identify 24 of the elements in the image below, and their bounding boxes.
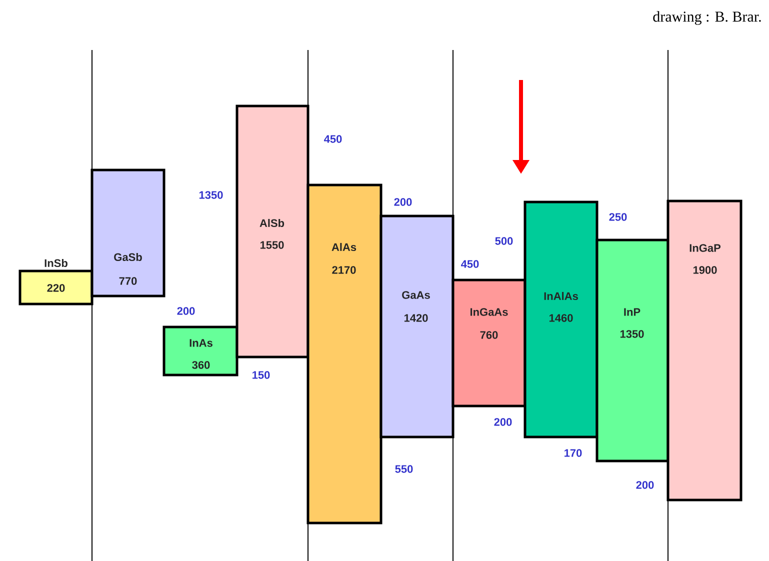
band-box: InAs 360 <box>162 326 238 376</box>
offset-value: 450 <box>324 135 342 143</box>
node-label: InSb <box>44 258 68 268</box>
band-box: AlSb 1550 <box>236 104 310 358</box>
offset-value: 150 <box>252 371 270 379</box>
band-box: InAlAs 1460 <box>524 200 598 438</box>
offset-value: 200 <box>494 418 512 426</box>
band-box: AlAs 2170 <box>306 184 382 524</box>
band-box: GaAs 1420 <box>380 214 454 438</box>
offset-value: 200 <box>636 481 654 489</box>
offset-value: 170 <box>564 449 582 457</box>
band-box: InSb 220 <box>18 258 94 306</box>
band-box: InGaP 1900 <box>666 200 742 502</box>
band-box: InP 1350 <box>596 238 670 462</box>
offset-value: 450 <box>461 260 479 268</box>
offset-value: 250 <box>609 213 627 221</box>
offset-value: 200 <box>177 307 195 315</box>
offset-value: 500 <box>495 237 513 245</box>
band-box: InGaAs 760 <box>452 278 526 408</box>
band-box: GaSb 770 <box>90 168 166 298</box>
offset-value: 1350 <box>199 191 223 199</box>
credit-text: drawing : B. Brar. <box>653 11 761 25</box>
offset-value: 550 <box>395 465 413 473</box>
offset-value: 200 <box>394 198 412 206</box>
